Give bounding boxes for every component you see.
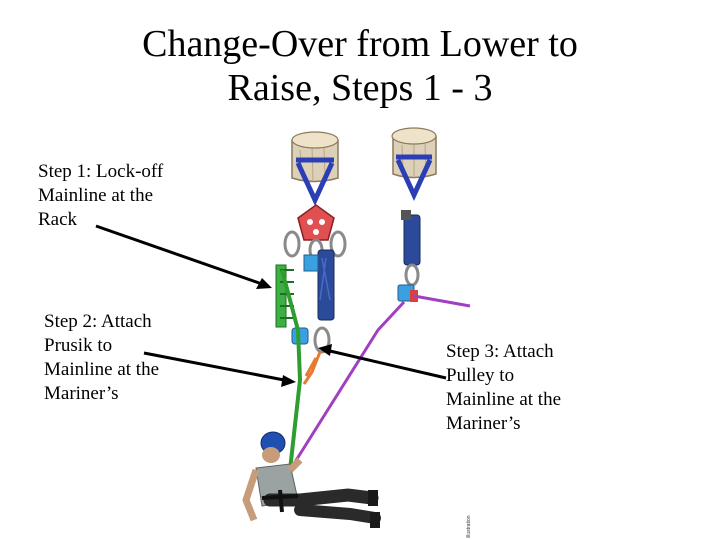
right-anchor-stump xyxy=(391,127,437,179)
left-anchor-stump xyxy=(291,131,339,183)
step1-line-3: Rack xyxy=(38,209,78,230)
step2-line-3: Mainline at the xyxy=(44,359,160,380)
step2-line-2: Prusik to xyxy=(44,335,113,356)
step2-line-1: Step 2: Attach xyxy=(44,311,152,332)
rigging-plate xyxy=(297,204,335,241)
belay-line-rope xyxy=(288,294,471,471)
mainline-rope xyxy=(280,269,303,471)
title-line-2: Raise, Steps 1 - 3 xyxy=(227,67,493,109)
prusik-cord xyxy=(302,351,322,385)
step3-label: Step 3: Attach Pulley to Mainline at the… xyxy=(446,340,606,436)
left-sling xyxy=(303,249,335,321)
right-sling xyxy=(401,210,421,287)
rescuer-figure xyxy=(242,431,381,528)
title-line-1: Change-Over from Lower to xyxy=(142,23,578,65)
step3-line-4: Mariner’s xyxy=(446,413,521,434)
illustration-credit: illustration xyxy=(466,515,472,538)
step1-label: Step 1: Lock-off Mainline at the Rack xyxy=(38,160,208,232)
belay-device xyxy=(397,284,418,302)
step1-line-2: Mainline at the xyxy=(38,185,154,206)
step1-line-1: Step 1: Lock-off xyxy=(38,161,164,182)
step3-line-1: Step 3: Attach xyxy=(446,341,554,362)
step2-line-4: Mariner’s xyxy=(44,383,119,404)
slide-title: Change-Over from Lower to Raise, Steps 1… xyxy=(60,22,660,110)
step2-label: Step 2: Attach Prusik to Mainline at the… xyxy=(44,310,204,406)
annotation-arrows xyxy=(95,224,447,387)
left-anchor-strap xyxy=(295,157,335,206)
step3-line-3: Mainline at the xyxy=(446,389,562,410)
step3-line-2: Pulley to xyxy=(446,365,515,386)
right-anchor-strap xyxy=(395,154,433,202)
